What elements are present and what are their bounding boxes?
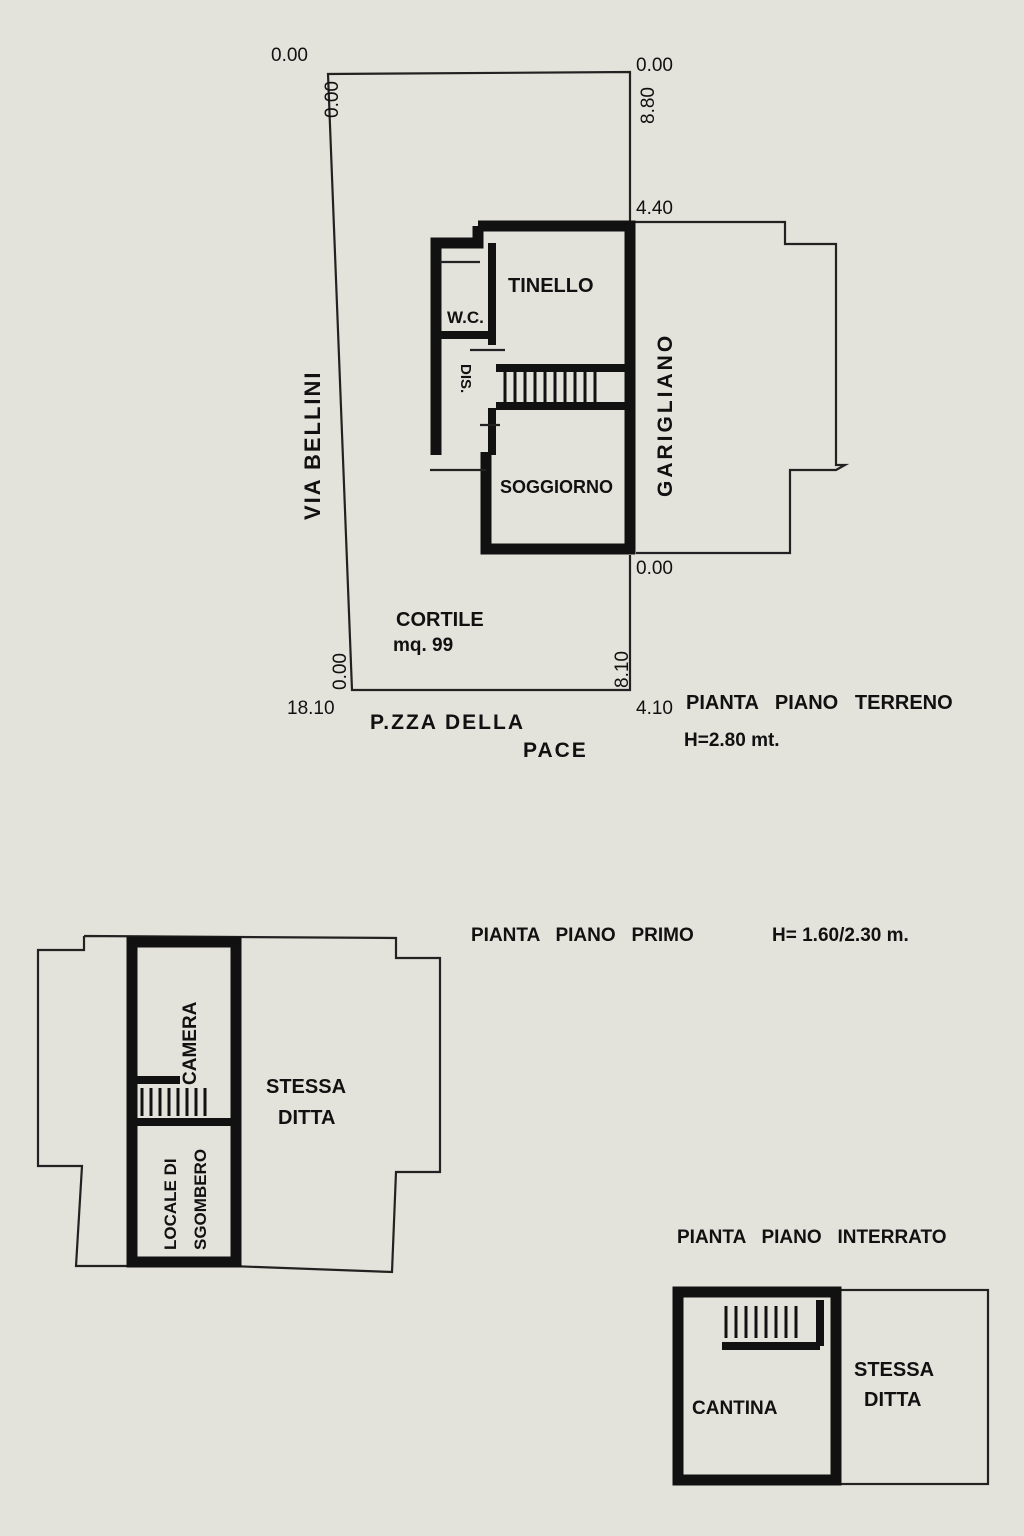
ground-floor-label: PIANTA PIANO TERRENO bbox=[686, 692, 953, 714]
basement-label: PIANTA PIANO INTERRATO bbox=[677, 1227, 947, 1248]
street-via-bellini: VIA BELLINI bbox=[300, 370, 325, 520]
room-cantina: CANTINA bbox=[692, 1398, 778, 1419]
room-soggiorno: SOGGIORNO bbox=[500, 477, 613, 497]
dim-top-right: 0.00 bbox=[636, 55, 673, 76]
room-tinello: TINELLO bbox=[508, 275, 594, 297]
dim-top-left: 0.00 bbox=[271, 45, 308, 66]
first-floor-stair bbox=[140, 1088, 207, 1116]
cortile-area: mq. 99 bbox=[393, 635, 453, 656]
basement-walls bbox=[672, 1286, 842, 1486]
dim-top-right-vertical: 8.80 bbox=[638, 87, 659, 124]
first-floor-plan: PIANTA PIANO PRIMO H= 1.60/2.30 m. CAMER… bbox=[36, 925, 909, 1274]
first-floor-walls bbox=[126, 936, 242, 1268]
dim-bottom-left-vertical: 0.00 bbox=[330, 653, 351, 690]
room-wc: W.C. bbox=[447, 308, 484, 327]
ground-floor-plan: TINELLO W.C. DIS. SOGGIORNO CORTILE mq. … bbox=[271, 45, 953, 762]
first-stessa-line2: DITTA bbox=[278, 1107, 335, 1129]
first-floor-height: H= 1.60/2.30 m. bbox=[772, 925, 909, 946]
dim-lower-right: 0.00 bbox=[636, 558, 673, 579]
basement-plan: PIANTA PIANO INTERRATO CANTINA STESSA DI… bbox=[672, 1227, 990, 1486]
lot-boundary bbox=[326, 70, 632, 692]
room-dis: DIS. bbox=[457, 364, 474, 393]
ground-floor-height: H=2.80 mt. bbox=[684, 730, 780, 751]
adjacent-building-outline bbox=[630, 220, 850, 555]
street-garigliano: GARIGLIANO bbox=[654, 333, 677, 497]
house-walls-west bbox=[430, 226, 484, 455]
basement-stessa-line2: DITTA bbox=[864, 1389, 921, 1411]
first-floor-label: PIANTA PIANO PRIMO bbox=[471, 925, 694, 946]
dim-top-left-vertical: 0.00 bbox=[322, 81, 343, 118]
dim-bottom-right-vertical: 8.10 bbox=[612, 651, 633, 688]
first-stessa-line1: STESSA bbox=[266, 1076, 346, 1098]
dim-bottom-left: 18.10 bbox=[287, 698, 335, 719]
first-floor-outline bbox=[36, 934, 442, 1274]
house-walls bbox=[478, 220, 636, 555]
square-pace: PACE bbox=[523, 739, 588, 762]
dim-mid-right: 4.40 bbox=[636, 198, 673, 219]
room-cortile: CORTILE bbox=[396, 609, 484, 631]
basement-stair bbox=[724, 1306, 798, 1338]
room-locale-line2: SGOMBERO bbox=[191, 1149, 210, 1250]
room-camera: CAMERA bbox=[180, 1001, 201, 1085]
square-pzza-della: P.ZZA DELLA bbox=[370, 711, 525, 734]
dim-bottom-right: 4.10 bbox=[636, 698, 673, 719]
basement-stessa-line1: STESSA bbox=[854, 1359, 934, 1381]
room-locale-line1: LOCALE DI bbox=[161, 1158, 180, 1250]
ground-stair bbox=[503, 372, 597, 403]
